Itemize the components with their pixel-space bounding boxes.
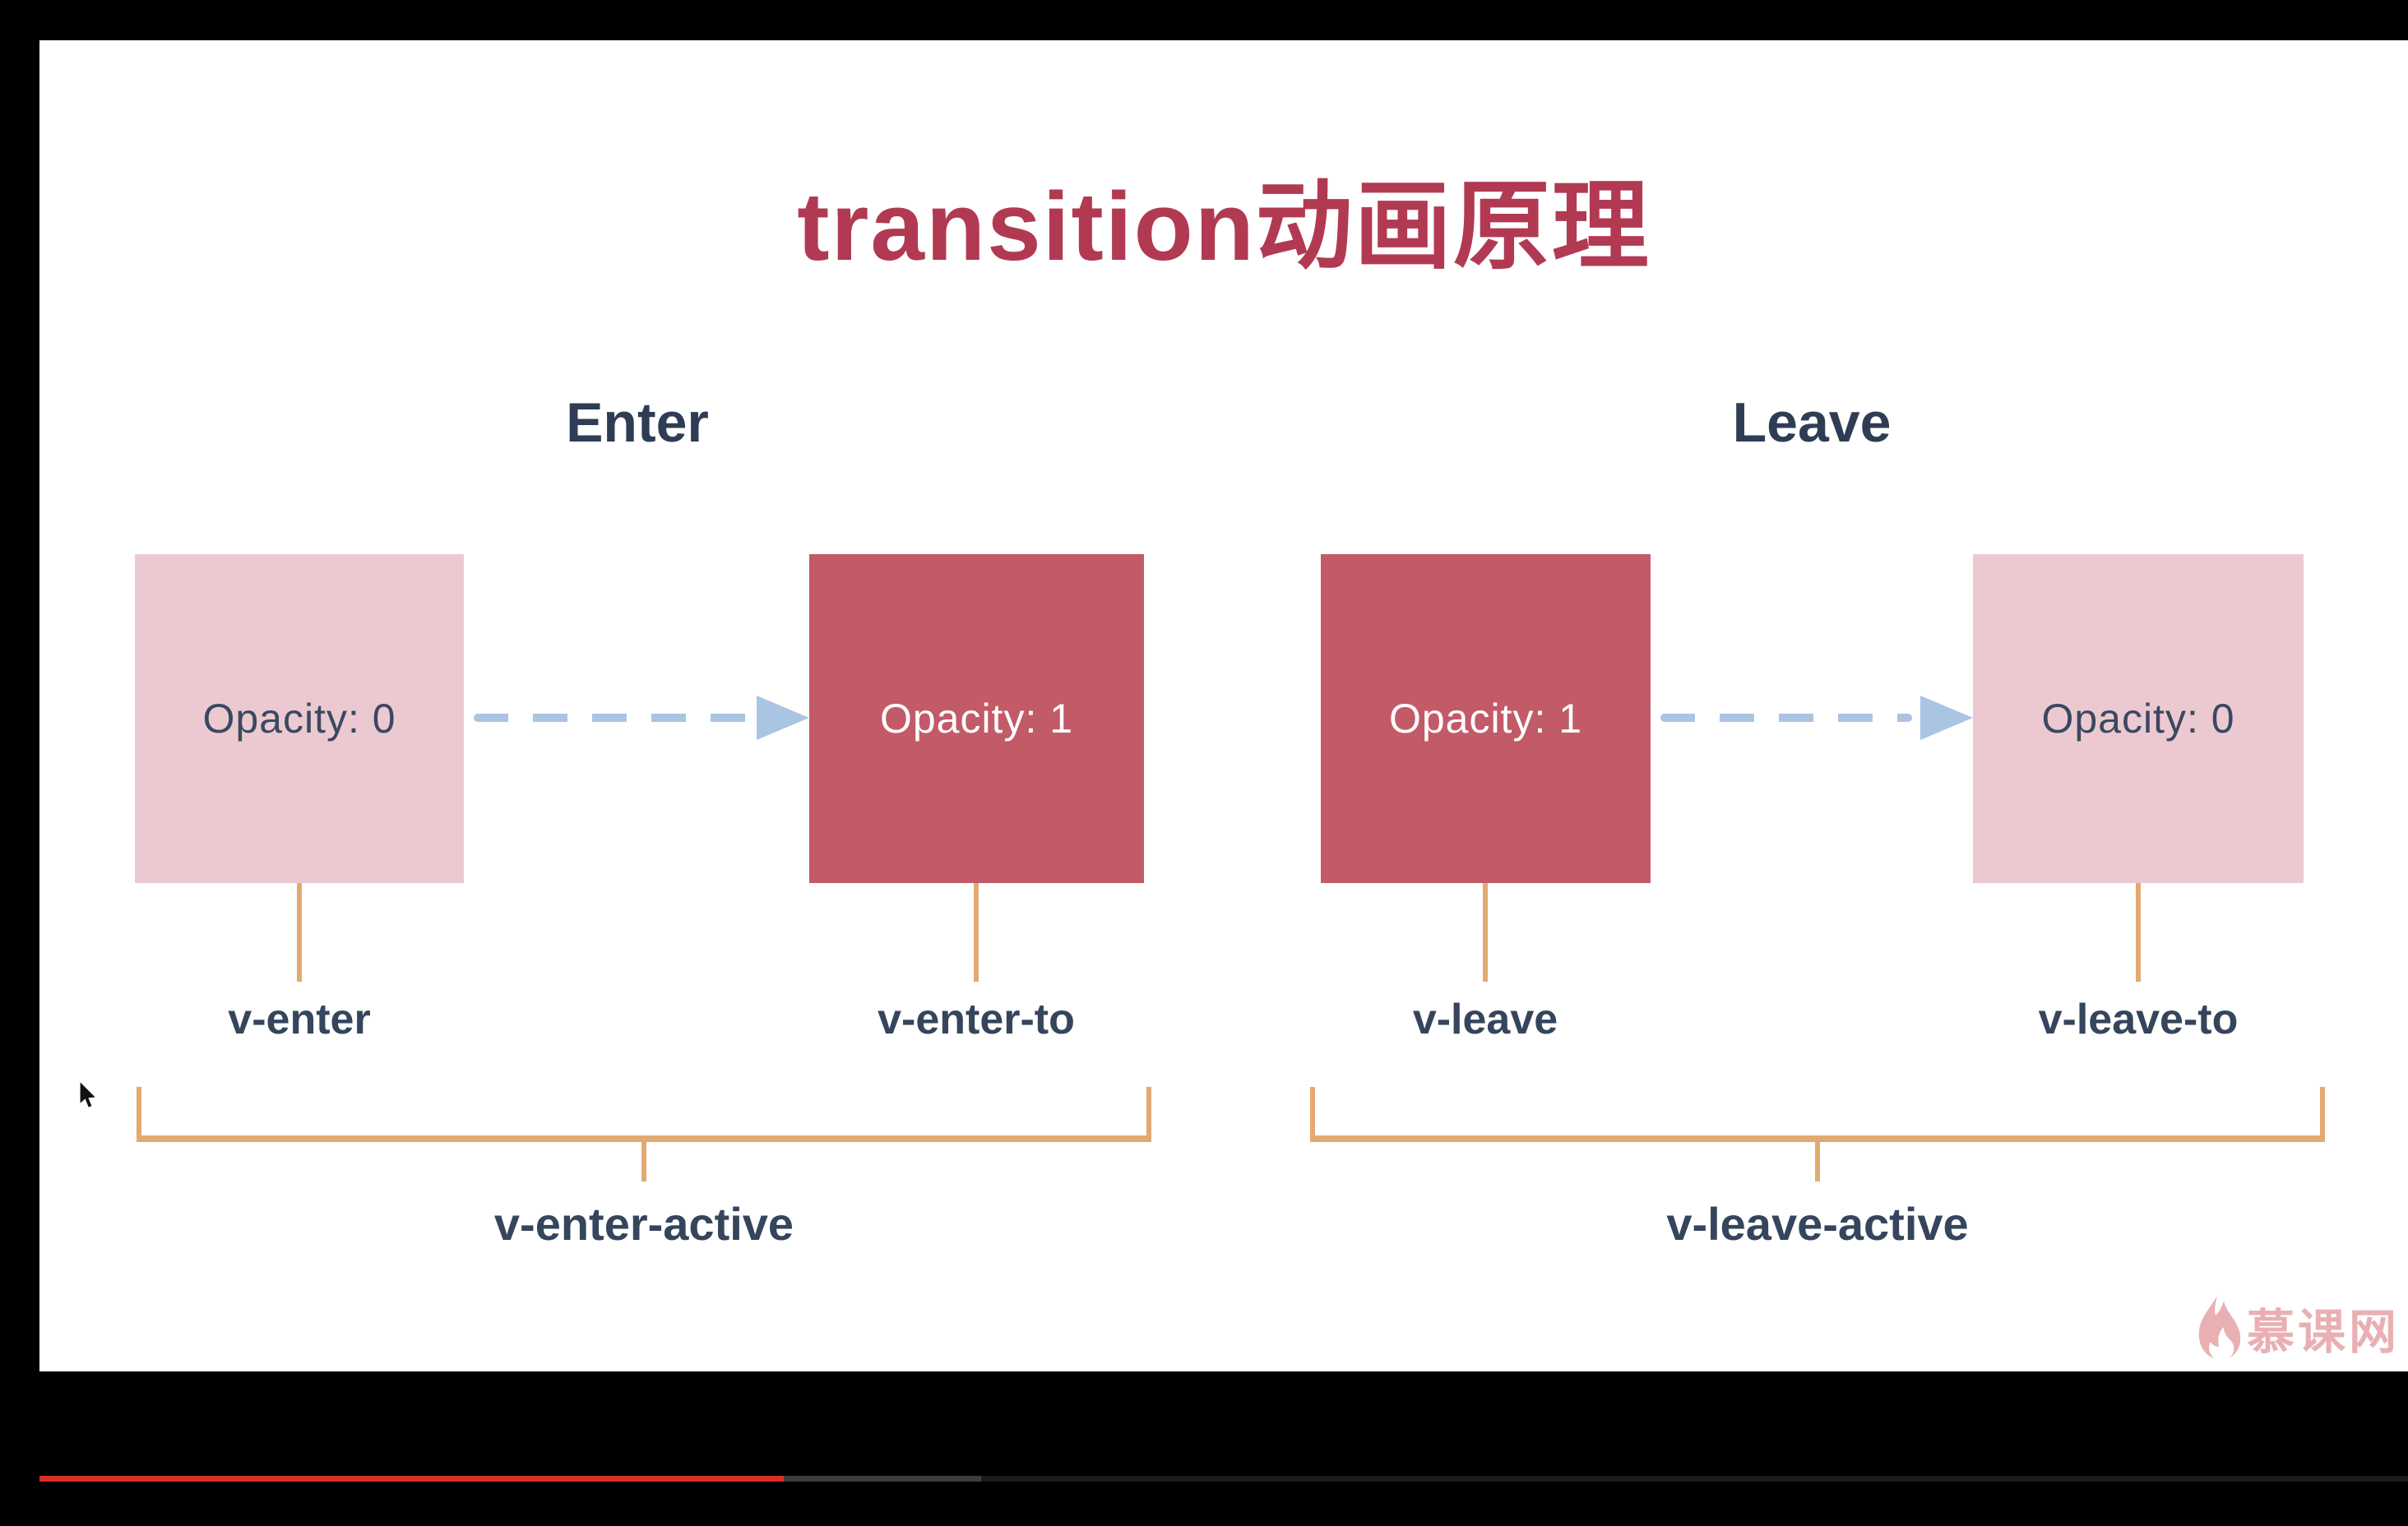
enter-brace-left-tick — [137, 1087, 141, 1142]
imooc-flame-icon — [2194, 1294, 2241, 1371]
enter-transition-dashed-line — [474, 714, 748, 722]
v-leave-to-label: v-leave-to — [2038, 996, 2239, 1043]
enter-brace-right-tick — [1146, 1087, 1151, 1142]
progress-buffered-segment — [784, 1476, 981, 1482]
leave-end-connector — [2136, 883, 2141, 982]
enter-brace-bar — [137, 1135, 1151, 1142]
enter-end-box-label: Opacity: 1 — [879, 696, 1074, 742]
enter-start-box-label: Opacity: 0 — [202, 696, 396, 742]
v-enter-label: v-enter — [228, 996, 371, 1043]
enter-end-connector — [974, 883, 979, 982]
progress-played-segment — [39, 1476, 784, 1482]
slide-canvas: transition动画原理 Enter Opacity: 0 Opacity:… — [39, 40, 2408, 1371]
leave-brace-stem — [1815, 1142, 1820, 1181]
imooc-brand-text: 慕课网 — [2247, 1305, 2401, 1359]
leave-start-connector — [1483, 883, 1488, 982]
leave-brace-bar — [1310, 1135, 2325, 1142]
v-leave-label: v-leave — [1412, 996, 1558, 1043]
leave-start-box: Opacity: 1 — [1321, 554, 1651, 883]
leave-end-box: Opacity: 0 — [1973, 554, 2304, 883]
leave-transition-dashed-line — [1660, 714, 1912, 722]
leave-start-box-label: Opacity: 1 — [1388, 696, 1583, 742]
mouse-cursor — [78, 1080, 100, 1115]
leave-end-box-label: Opacity: 0 — [2041, 696, 2235, 742]
leave-section-heading: Leave — [1732, 391, 1892, 454]
v-leave-active-label: v-leave-active — [1666, 1198, 1969, 1250]
enter-arrowhead-icon — [757, 696, 809, 740]
enter-section-heading: Enter — [566, 391, 709, 454]
enter-start-connector — [297, 883, 302, 982]
slide-title: transition动画原理 — [797, 173, 1651, 281]
enter-brace-stem — [641, 1142, 646, 1181]
leave-brace-left-tick — [1310, 1087, 1315, 1142]
progress-remaining-segment — [981, 1476, 2408, 1482]
enter-end-box: Opacity: 1 — [809, 554, 1144, 883]
video-progress-bar[interactable] — [0, 1476, 2408, 1482]
v-enter-active-label: v-enter-active — [493, 1198, 794, 1250]
leave-arrowhead-icon — [1920, 696, 1973, 740]
v-enter-to-label: v-enter-to — [878, 996, 1075, 1043]
imooc-watermark: 慕课网 — [2194, 1294, 2400, 1371]
enter-start-box: Opacity: 0 — [135, 554, 464, 883]
leave-brace-right-tick — [2320, 1087, 2325, 1142]
